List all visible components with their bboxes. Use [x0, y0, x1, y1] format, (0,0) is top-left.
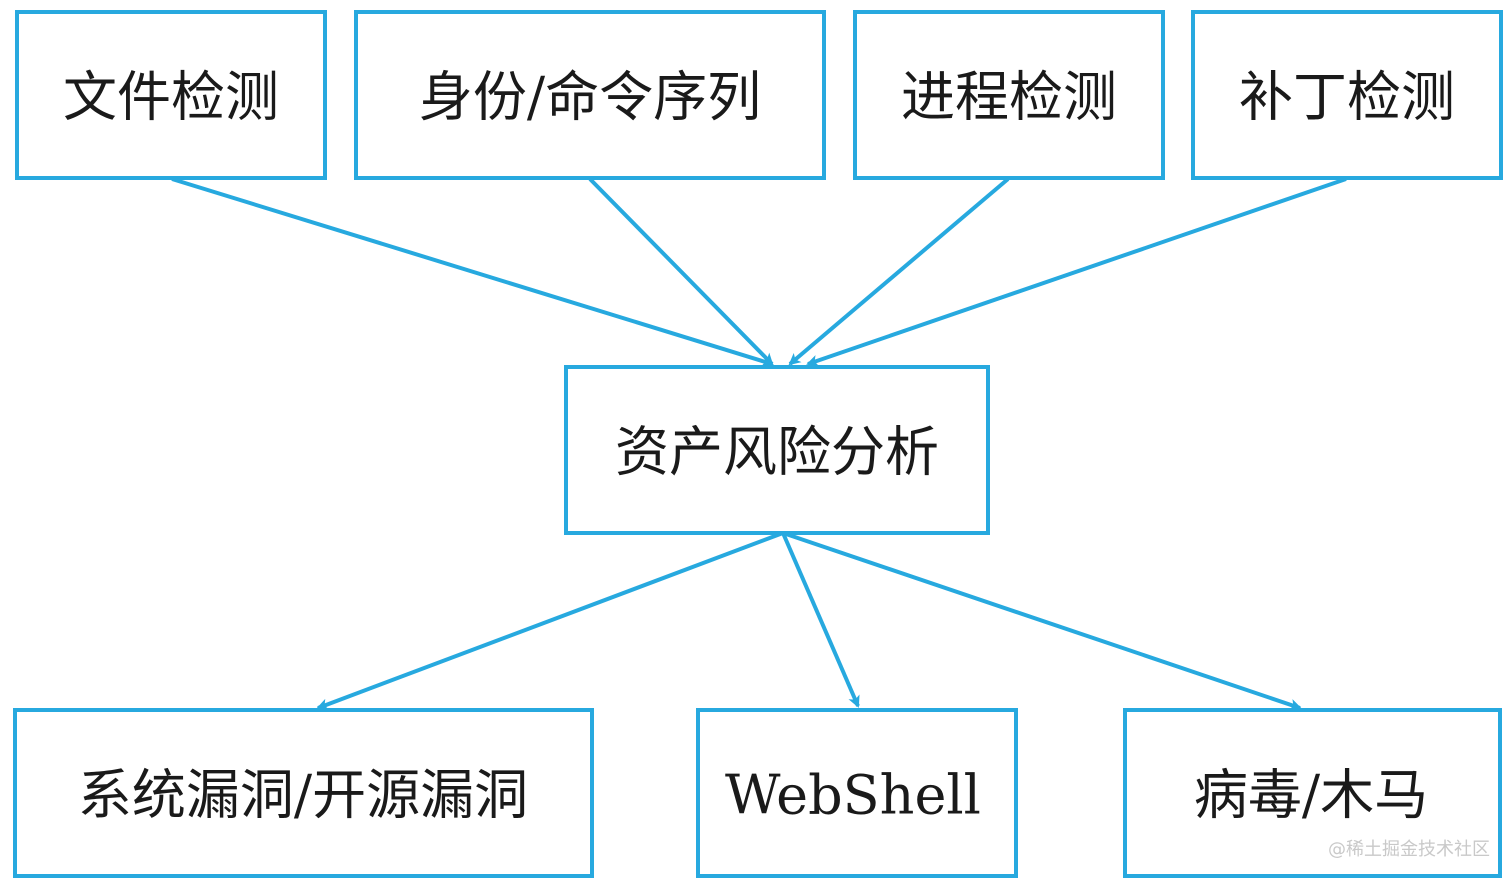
- node-label: 文件检测: [63, 66, 279, 129]
- edge-identity-to-analysis: [588, 177, 774, 366]
- input-node-patch-detection: 补丁检测: [1191, 10, 1503, 180]
- watermark: @稀土掘金技术社区: [1328, 839, 1490, 860]
- node-label: 系统漏洞/开源漏洞: [78, 764, 528, 827]
- input-node-identity-command: 身份/命令序列: [354, 10, 826, 180]
- node-box: [1123, 708, 1502, 878]
- edge-analysis-to-webshell: [781, 532, 860, 708]
- node-label: 资产风险分析: [615, 421, 939, 484]
- node-label: 身份/命令序列: [419, 66, 761, 129]
- output-node-vulnerabilities: 系统漏洞/开源漏洞: [13, 708, 594, 878]
- node-label: 病毒/木马: [1194, 764, 1428, 827]
- edge-process-to-analysis: [788, 177, 1010, 366]
- edge-patch-to-analysis: [806, 177, 1347, 367]
- node-box: [853, 10, 1165, 180]
- edge-analysis-to-vulnerabilities: [316, 531, 784, 711]
- node-box: [13, 708, 594, 878]
- edge-analysis-to-virus: [782, 531, 1302, 711]
- edge-file-to-analysis: [171, 177, 774, 367]
- node-box: [354, 10, 826, 180]
- node-box: [564, 365, 990, 535]
- node-label: 补丁检测: [1239, 66, 1455, 129]
- node-box: [696, 708, 1018, 878]
- node-label: WebShell: [725, 764, 981, 827]
- node-box: [1191, 10, 1503, 180]
- node-label: 进程检测: [901, 66, 1117, 129]
- center-node-asset-risk-analysis: 资产风险分析: [564, 365, 990, 535]
- input-node-file-detection: 文件检测: [15, 10, 327, 180]
- output-node-virus-trojan: 病毒/木马: [1123, 708, 1502, 878]
- node-box: [15, 10, 327, 180]
- output-node-webshell: WebShell: [696, 708, 1018, 878]
- edges: [171, 177, 1347, 711]
- input-node-process-detection: 进程检测: [853, 10, 1165, 180]
